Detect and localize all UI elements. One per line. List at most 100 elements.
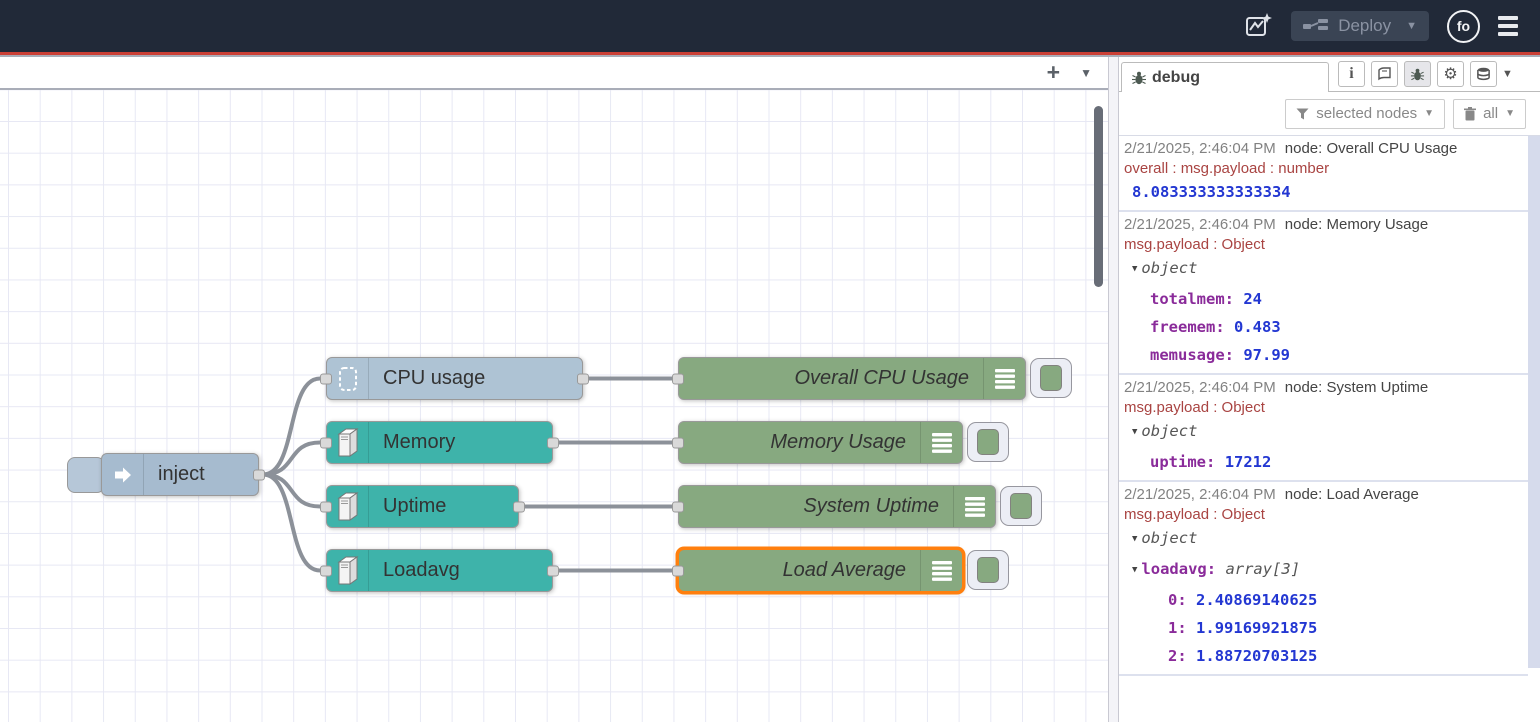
node-uptime[interactable]: Uptime xyxy=(320,485,525,528)
book-icon xyxy=(1378,67,1391,81)
main-menu-button[interactable] xyxy=(1498,16,1518,36)
user-avatar[interactable]: fo xyxy=(1447,9,1480,43)
node-label: Memory xyxy=(383,431,456,453)
debug-toggle-state xyxy=(977,429,999,455)
server-tower-icon xyxy=(327,550,369,591)
debug-list-icon xyxy=(920,422,962,463)
message-timestamp: 2/21/2025, 2:46:04 PM xyxy=(1124,140,1276,157)
bug-icon xyxy=(1132,71,1146,84)
collapse-caret-icon[interactable]: ▼ xyxy=(1132,427,1138,437)
config-tab-button[interactable]: ⚙ xyxy=(1437,61,1464,87)
debug-list-icon xyxy=(983,358,1025,399)
output-port[interactable] xyxy=(253,469,265,480)
debug-tab-button[interactable] xyxy=(1404,61,1431,87)
debug-toggle-button[interactable] xyxy=(967,422,1009,462)
node-label: Overall CPU Usage xyxy=(794,367,969,389)
node-loadavg[interactable]: Loadavg xyxy=(320,549,559,592)
header-accent-line xyxy=(0,52,1540,55)
input-port[interactable] xyxy=(672,565,684,576)
debug-message[interactable]: 2/21/2025, 2:46:04 PM node: Overall CPU U… xyxy=(1119,136,1528,212)
hamburger-icon xyxy=(1498,16,1518,20)
collapse-caret-icon[interactable]: ▼ xyxy=(1132,264,1138,274)
tab-debug[interactable]: debug xyxy=(1121,62,1329,92)
wires xyxy=(261,376,675,573)
debug-toggle-state xyxy=(1010,493,1032,519)
node-label: Loadavg xyxy=(383,559,460,581)
node-debug-overall-cpu-usage[interactable]: Overall CPU Usage xyxy=(672,357,1026,400)
node-inject[interactable]: inject xyxy=(101,453,265,496)
app-header: Deploy ▼ fo xyxy=(0,0,1540,52)
tree-row: 0: 2.40869140625 xyxy=(1168,591,1318,609)
cpu-chip-icon xyxy=(327,358,369,399)
output-port[interactable] xyxy=(577,373,589,384)
debug-clear-dropdown[interactable]: all ▼ xyxy=(1453,98,1526,129)
add-flow-button[interactable]: + xyxy=(1046,59,1061,85)
debug-message-list[interactable]: 2/21/2025, 2:46:04 PM node: Overall CPU U… xyxy=(1119,136,1540,722)
sidebar-scrollbar-track[interactable] xyxy=(1528,136,1540,668)
node-label: CPU usage xyxy=(383,367,486,389)
collapse-caret-icon[interactable]: ▼ xyxy=(1132,565,1138,575)
help-tab-button[interactable] xyxy=(1371,61,1398,87)
flow-preview-button[interactable] xyxy=(1243,11,1273,41)
message-value: 8.083333333333334 xyxy=(1132,183,1291,201)
tree-row-array[interactable]: ▼loadavg: array[3] xyxy=(1124,555,1526,586)
debug-filter-dropdown[interactable]: selected nodes ▼ xyxy=(1285,98,1446,129)
tree-row: freemem: 0.483 xyxy=(1150,318,1281,336)
node-cpu-usage[interactable]: CPU usage xyxy=(320,357,589,400)
node-memory[interactable]: Memory xyxy=(320,421,559,464)
tree-row: totalmem: 24 xyxy=(1150,290,1263,308)
chevron-down-icon: ▼ xyxy=(1505,108,1515,119)
input-port[interactable] xyxy=(320,501,332,512)
canvas-vertical-scrollbar[interactable] xyxy=(1094,106,1103,287)
node-debug-load-average[interactable]: Load Average xyxy=(672,549,963,592)
input-port[interactable] xyxy=(320,373,332,384)
message-source-node: node: Memory Usage xyxy=(1284,216,1429,233)
node-debug-memory-usage[interactable]: Memory Usage xyxy=(672,421,963,464)
collapse-caret-icon[interactable]: ▼ xyxy=(1132,534,1138,544)
deploy-caret-icon[interactable]: ▼ xyxy=(1406,20,1417,32)
input-port[interactable] xyxy=(672,501,684,512)
debug-toggle-button[interactable] xyxy=(1030,358,1072,398)
chevron-down-icon: ▼ xyxy=(1424,108,1435,119)
message-source-node: node: System Uptime xyxy=(1284,379,1429,396)
debug-toggle-state xyxy=(1040,365,1062,391)
tree-row-object[interactable]: ▼object xyxy=(1124,417,1526,448)
debug-toggle-button[interactable] xyxy=(967,550,1009,590)
debug-list-icon xyxy=(920,550,962,591)
deploy-icon xyxy=(1303,19,1329,30)
inject-trigger-button[interactable] xyxy=(67,457,105,493)
workspace: + ▼ inject xyxy=(0,57,1108,722)
message-source-node: node: Overall CPU Usage xyxy=(1284,140,1458,157)
input-port[interactable] xyxy=(672,373,684,384)
input-port[interactable] xyxy=(672,437,684,448)
info-tab-button[interactable]: i xyxy=(1338,61,1365,87)
tree-row-object[interactable]: ▼object xyxy=(1124,524,1526,555)
node-label: Uptime xyxy=(383,495,447,517)
output-port[interactable] xyxy=(513,501,525,512)
deploy-button[interactable]: Deploy ▼ xyxy=(1291,11,1429,41)
input-port[interactable] xyxy=(320,565,332,576)
message-timestamp: 2/21/2025, 2:46:04 PM xyxy=(1124,216,1276,233)
debug-toggle-button[interactable] xyxy=(1000,486,1042,526)
tab-label: debug xyxy=(1152,68,1200,86)
bug-icon xyxy=(1410,68,1425,80)
node-label: Load Average xyxy=(782,559,906,581)
message-property: msg.payload : Object xyxy=(1124,399,1265,416)
output-port[interactable] xyxy=(547,565,559,576)
input-port[interactable] xyxy=(320,437,332,448)
node-debug-system-uptime[interactable]: System Uptime xyxy=(672,485,996,528)
output-port[interactable] xyxy=(547,437,559,448)
context-tab-button[interactable] xyxy=(1470,61,1497,87)
flow-list-caret[interactable]: ▼ xyxy=(1080,65,1092,80)
database-icon xyxy=(1477,67,1490,80)
gear-icon: ⚙ xyxy=(1443,66,1458,83)
sidebar-resize-handle[interactable] xyxy=(1108,57,1119,722)
inject-arrow-icon xyxy=(102,454,144,495)
sidebar-menu-caret[interactable]: ▼ xyxy=(1502,68,1513,80)
flow-canvas[interactable]: inject CPU usage xyxy=(0,90,1108,722)
server-tower-icon xyxy=(327,422,369,463)
tree-row-object[interactable]: ▼object xyxy=(1124,254,1526,285)
